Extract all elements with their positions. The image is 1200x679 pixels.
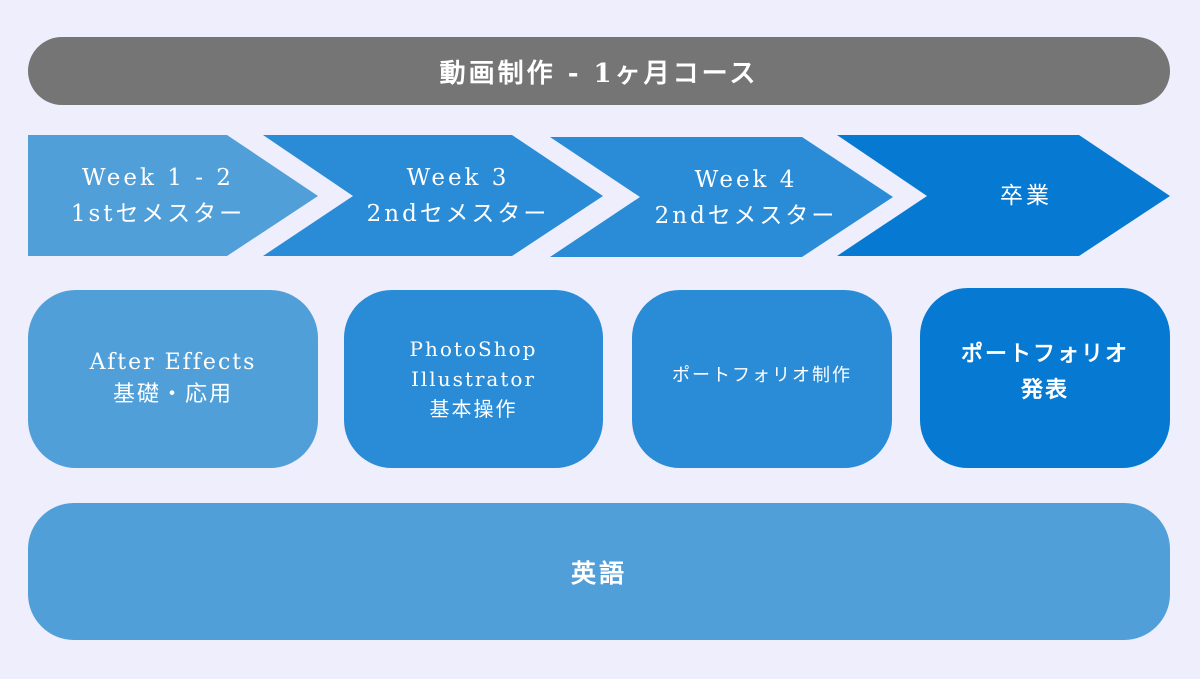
module-box-photoshop: PhotoShop Illustrator 基本操作 [344,290,603,468]
stage-graduation: 卒業 [1000,182,1052,209]
stage-arrow-2 [263,135,603,256]
stage-label-1: Week 1 - 2 1stセメスター [28,135,288,256]
stage-week: Week 1 - 2 [82,164,234,191]
module-line: 発表 [1020,377,1069,403]
course-title-banner: 動画制作 - 1ヶ月コース [28,37,1170,105]
english-label: 英語 [570,558,627,588]
module-line: After Effects [89,350,257,375]
module-line: 基礎・応用 [112,382,233,407]
stage-week: Week 4 [694,166,798,193]
module-line: PhotoShop [409,337,538,361]
module-line: ポートフォリオ制作 [672,365,852,386]
module-box-portfolio-production: ポートフォリオ制作 [632,290,892,468]
stage-label-3: Week 4 2ndセメスター [618,137,874,258]
stage-week: Week 3 [406,164,510,191]
stage-semester: 2ndセメスター [366,200,550,227]
module-line: Illustrator [411,367,536,391]
stage-arrow-3 [550,137,893,257]
module-box-after-effects: After Effects 基礎・応用 [28,290,318,468]
stage-semester: 2ndセメスター [654,202,838,229]
stage-label-4: 卒業 [910,135,1142,256]
stage-arrow-1 [28,135,318,256]
module-box-portfolio-presentation: ポートフォリオ 発表 [920,288,1170,468]
course-title: 動画制作 - 1ヶ月コース [439,58,759,89]
stage-arrow-4 [837,135,1170,256]
stage-label-2: Week 3 2ndセメスター [330,135,586,256]
english-bar: 英語 [28,503,1170,640]
module-line: ポートフォリオ [960,341,1129,367]
stage-semester: 1stセメスター [70,200,246,227]
module-line: 基本操作 [429,397,518,421]
